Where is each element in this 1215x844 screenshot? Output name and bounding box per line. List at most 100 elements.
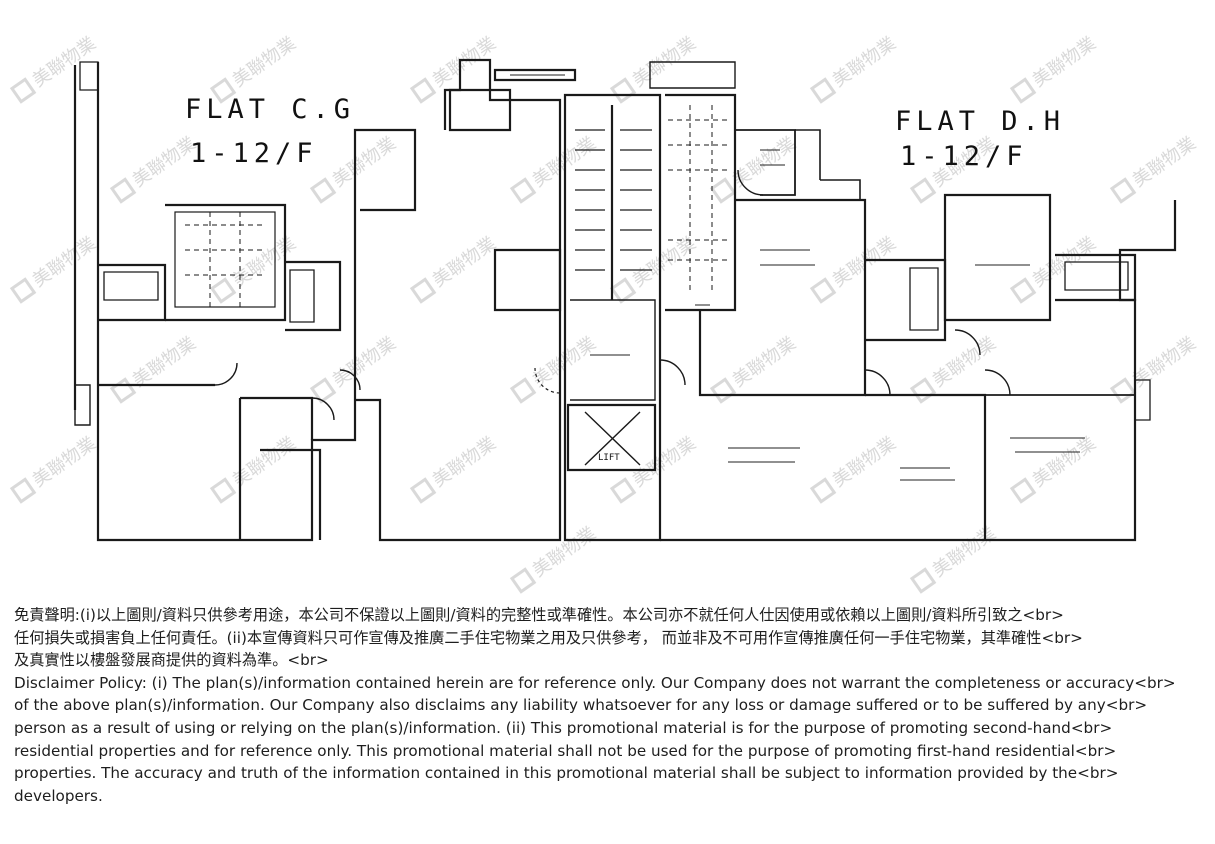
svg-text:美聯物業: 美聯物業 [929, 523, 1000, 581]
watermark-logo: 美聯物業 [809, 433, 900, 504]
right-flat-kitchen-wall [665, 93, 737, 312]
watermark-logo: 美聯物業 [9, 433, 100, 504]
svg-text:美聯物業: 美聯物業 [929, 333, 1000, 391]
disclaimer-zh-line: 免責聲明:(i)以上圖則/資料只供參考用途，本公司不保證以上圖則/資料的完整性或… [14, 606, 1064, 624]
disclaimer-en-line: person as a result of using or relying o… [14, 718, 1113, 737]
room-label-scribbles [510, 74, 1085, 481]
watermark-logo: 美聯物業 [409, 233, 500, 304]
left-flat-door-arc-2 [311, 397, 335, 421]
core-door-arc [659, 359, 686, 386]
disclaimer-zh-line: 任何損失或損害負上任何責任。(ii)本宣傳資料只可作宣傳及推廣二手住宅物業之用及… [14, 628, 1083, 647]
svg-text:美聯物業: 美聯物業 [1029, 433, 1100, 491]
svg-text:美聯物業: 美聯物業 [629, 433, 700, 491]
right-flat-label-line1: FLAT D.H [895, 106, 1065, 137]
watermark-logo: 美聯物業 [409, 33, 500, 104]
svg-text:美聯物業: 美聯物業 [329, 333, 400, 391]
svg-text:美聯物業: 美聯物業 [829, 33, 900, 91]
watermark-logo: 美聯物業 [609, 233, 700, 304]
svg-text:美聯物業: 美聯物業 [429, 433, 500, 491]
right-flat-door-arc-2 [954, 329, 981, 356]
watermark-logo: 美聯物業 [509, 333, 600, 404]
left-flat-outer-wall [96, 70, 357, 542]
watermark-logo: 美聯物業 [109, 133, 200, 204]
right-flat-bathtub-2 [909, 267, 939, 331]
floor-plan-drawing: 美聯物業美聯物業美聯物業美聯物業美聯物業美聯物業美聯物業美聯物業美聯物業美聯物業… [9, 33, 1200, 594]
watermark-logo: 美聯物業 [9, 233, 100, 304]
right-flat-window [1134, 379, 1151, 421]
disclaimer-en-line: properties. The accuracy and truth of th… [14, 764, 1119, 783]
left-flat-label-line2: 1-12/F [190, 138, 318, 169]
right-flat-side-wall [795, 129, 861, 200]
right-flat-door-arc-4 [737, 169, 764, 196]
core-door-arc-2 [534, 367, 561, 394]
right-flat-bath2 [1055, 253, 1137, 302]
svg-text:美聯物業: 美聯物業 [629, 233, 700, 291]
disclaimer-en-line: developers. [14, 786, 103, 805]
svg-text:美聯物業: 美聯物業 [729, 133, 800, 191]
watermark-logo: 美聯物業 [909, 333, 1000, 404]
watermark-logo: 美聯物業 [209, 233, 300, 304]
watermark-logo: 美聯物業 [1009, 433, 1100, 504]
core-lift-box [566, 403, 657, 472]
watermark-logo: 美聯物業 [509, 523, 600, 594]
left-flat-door-arc [214, 362, 238, 386]
left-flat-door-arc-3 [339, 369, 361, 391]
watermark-logo: 美聯物業 [109, 333, 200, 404]
disclaimer-en-line: Disclaimer Policy: (i) The plan(s)/infor… [14, 673, 1176, 692]
core-lift-cross [584, 411, 641, 466]
watermark-logo: 美聯物業 [709, 333, 800, 404]
watermark-logo: 美聯物業 [209, 433, 300, 504]
left-flat-bathtub-2 [289, 269, 315, 323]
svg-text:美聯物業: 美聯物業 [429, 233, 500, 291]
watermark-logo: 美聯物業 [1109, 333, 1200, 404]
left-flat-living-wall [353, 128, 417, 400]
right-flat-bathtub [1064, 261, 1129, 291]
left-flat-bath-wall [98, 263, 167, 322]
right-flat-bath-wall [865, 258, 947, 342]
left-flat-bath2-wall [285, 260, 342, 332]
left-flat-balcony [493, 68, 577, 82]
svg-text:美聯物業: 美聯物業 [729, 333, 800, 391]
left-flat-toilet [448, 88, 512, 132]
right-flat-bed1 [943, 193, 1052, 322]
floor-plan: 美聯物業美聯物業美聯物業美聯物業美聯物業美聯物業美聯物業美聯物業美聯物業美聯物業… [9, 33, 1200, 594]
disclaimer-en-line: of the above plan(s)/information. Our Co… [14, 696, 1148, 715]
disclaimer-en-line: residential properties and for reference… [14, 741, 1117, 760]
left-flat-store [493, 248, 562, 312]
left-flat-inner-wall [238, 398, 322, 540]
left-flat-bedroom-wall [98, 383, 314, 440]
svg-text:美聯物業: 美聯物業 [29, 233, 100, 291]
svg-text:美聯物業: 美聯物業 [1029, 33, 1100, 91]
lift-label: LIFT [598, 453, 620, 463]
watermark-logo: 美聯物業 [509, 133, 600, 204]
svg-text:美聯物業: 美聯物業 [129, 333, 200, 391]
watermark-logo: 美聯物業 [9, 33, 100, 104]
left-flat-bathtub [103, 271, 159, 301]
right-flat-dining [698, 198, 867, 397]
core-lobby [570, 299, 656, 401]
disclaimer-zh-line: 及真實性以樓盤發展商提供的資料為準。<br> [14, 651, 329, 670]
disclaimer: 免責聲明:(i)以上圖則/資料只供參考用途，本公司不保證以上圖則/資料的完整性或… [14, 604, 1209, 807]
watermark-logo: 美聯物業 [409, 433, 500, 504]
right-flat-label-line2: 1-12/F [900, 141, 1028, 172]
svg-text:美聯物業: 美聯物業 [329, 133, 400, 191]
watermark-logo: 美聯物業 [1109, 133, 1200, 204]
core-top-box [649, 61, 736, 89]
left-flat-window [74, 384, 91, 426]
right-flat-door-arc-3 [984, 369, 1011, 396]
svg-text:美聯物業: 美聯物業 [1129, 333, 1200, 391]
watermark-logo: 美聯物業 [1009, 233, 1100, 304]
watermark-logo: 美聯物業 [1009, 33, 1100, 104]
watermark-logo: 美聯物業 [609, 33, 700, 104]
watermark-logo: 美聯物業 [809, 233, 900, 304]
right-flat-grid [668, 105, 730, 290]
watermark-logo: 美聯物業 [909, 523, 1000, 594]
svg-text:美聯物業: 美聯物業 [1129, 133, 1200, 191]
svg-text:美聯物業: 美聯物業 [229, 33, 300, 91]
left-flat-label-line1: FLAT C.G [185, 94, 355, 125]
right-flat-store [735, 129, 796, 196]
watermark-logo: 美聯物業 [809, 33, 900, 104]
right-flat-door-arc [864, 369, 891, 396]
core-stair-rungs [575, 129, 652, 271]
svg-text:美聯物業: 美聯物業 [829, 433, 900, 491]
